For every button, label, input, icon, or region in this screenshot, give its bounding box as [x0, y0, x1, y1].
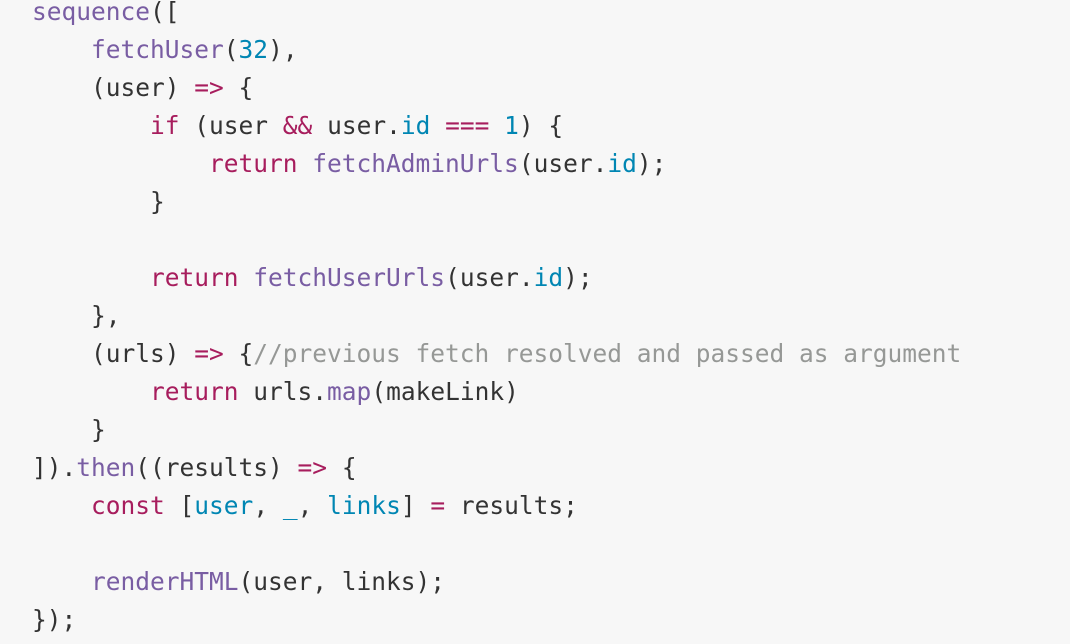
function-name: renderHTML: [91, 567, 239, 596]
function-name: then: [76, 453, 136, 482]
code-block: sequence([ fetchUser(32), (user) => { if…: [32, 0, 961, 639]
identifier: links: [327, 491, 401, 520]
code-text: {: [223, 73, 254, 102]
code-line: (user) => {: [32, 69, 961, 107]
code-line: sequence([: [32, 0, 961, 31]
code-text: ]).: [32, 453, 77, 482]
code-text: );: [636, 149, 667, 178]
code-text: ((results): [135, 453, 298, 482]
function-name: sequence: [32, 0, 151, 26]
code-text: (: [223, 35, 239, 64]
identifier: _: [282, 491, 298, 520]
code-text: (user): [32, 73, 195, 102]
code-line: }: [32, 183, 961, 221]
code-text: [32, 111, 150, 140]
code-text: [32, 567, 91, 596]
code-text: }: [32, 187, 165, 216]
code-text: (user, links);: [238, 567, 446, 596]
code-line: });: [32, 601, 961, 639]
identifier: id: [400, 111, 431, 140]
code-text: (makeLink): [371, 377, 519, 406]
code-text: user.: [312, 111, 401, 140]
code-line: return fetchUserUrls(user.id);: [32, 259, 961, 297]
code-text: );: [563, 263, 593, 292]
function-name: fetchAdminUrls: [312, 149, 519, 178]
number-literal: 32: [238, 35, 269, 64]
code-text: ([: [150, 0, 180, 26]
code-line: return fetchAdminUrls(user.id);: [32, 145, 961, 183]
code-text: [430, 111, 445, 140]
code-line: [32, 525, 961, 563]
code-text: (user: [179, 111, 283, 140]
comment: //previous fetch resolved and passed as …: [253, 339, 962, 368]
code-text: [32, 35, 91, 64]
code-text: results;: [445, 491, 578, 520]
keyword: return: [209, 149, 298, 178]
code-text: });: [32, 605, 77, 634]
code-text: [298, 149, 313, 178]
code-line: if (user && user.id === 1) {: [32, 107, 961, 145]
keyword: if: [150, 111, 180, 140]
identifier: id: [607, 149, 637, 178]
code-text: [489, 111, 504, 140]
code-text: [32, 377, 150, 406]
keyword: return: [150, 263, 239, 292]
code-text: [239, 263, 254, 292]
function-name: map: [327, 377, 372, 406]
identifier: id: [533, 263, 564, 292]
code-line: ]).then((results) => {: [32, 449, 961, 487]
code-line: (urls) => {//previous fetch resolved and…: [32, 335, 961, 373]
code-line: },: [32, 297, 961, 335]
code-line: [32, 221, 961, 259]
code-text: (user.: [518, 149, 608, 178]
code-text: ) {: [518, 111, 564, 140]
code-text: [32, 491, 91, 520]
code-line: renderHTML(user, links);: [32, 563, 961, 601]
code-line: const [user, _, links] = results;: [32, 487, 961, 525]
code-text: (user.: [445, 263, 534, 292]
code-text: (urls): [32, 339, 195, 368]
keyword: =>: [194, 339, 224, 368]
code-text: [32, 149, 209, 178]
code-text: [32, 263, 150, 292]
code-text: ,: [297, 491, 328, 520]
code-text: [: [164, 491, 195, 520]
code-text: ,: [253, 491, 283, 520]
keyword: =>: [194, 73, 224, 102]
identifier: user: [194, 491, 254, 520]
code-text: }: [32, 415, 106, 444]
keyword: &&: [282, 111, 313, 140]
keyword: const: [91, 491, 165, 520]
keyword: =>: [297, 453, 328, 482]
code-text: {: [223, 339, 254, 368]
code-text: },: [32, 301, 121, 330]
code-text: ]: [400, 491, 431, 520]
keyword: =: [430, 491, 446, 520]
function-name: fetchUserUrls: [253, 263, 446, 292]
number-literal: 1: [504, 111, 519, 140]
keyword: ===: [445, 111, 490, 140]
code-line: fetchUser(32),: [32, 31, 961, 69]
function-name: fetchUser: [91, 35, 224, 64]
code-line: return urls.map(makeLink): [32, 373, 961, 411]
code-line: }: [32, 411, 961, 449]
code-text: {: [327, 453, 357, 482]
code-text: urls.: [238, 377, 328, 406]
keyword: return: [150, 377, 239, 406]
code-text: ),: [268, 35, 298, 64]
